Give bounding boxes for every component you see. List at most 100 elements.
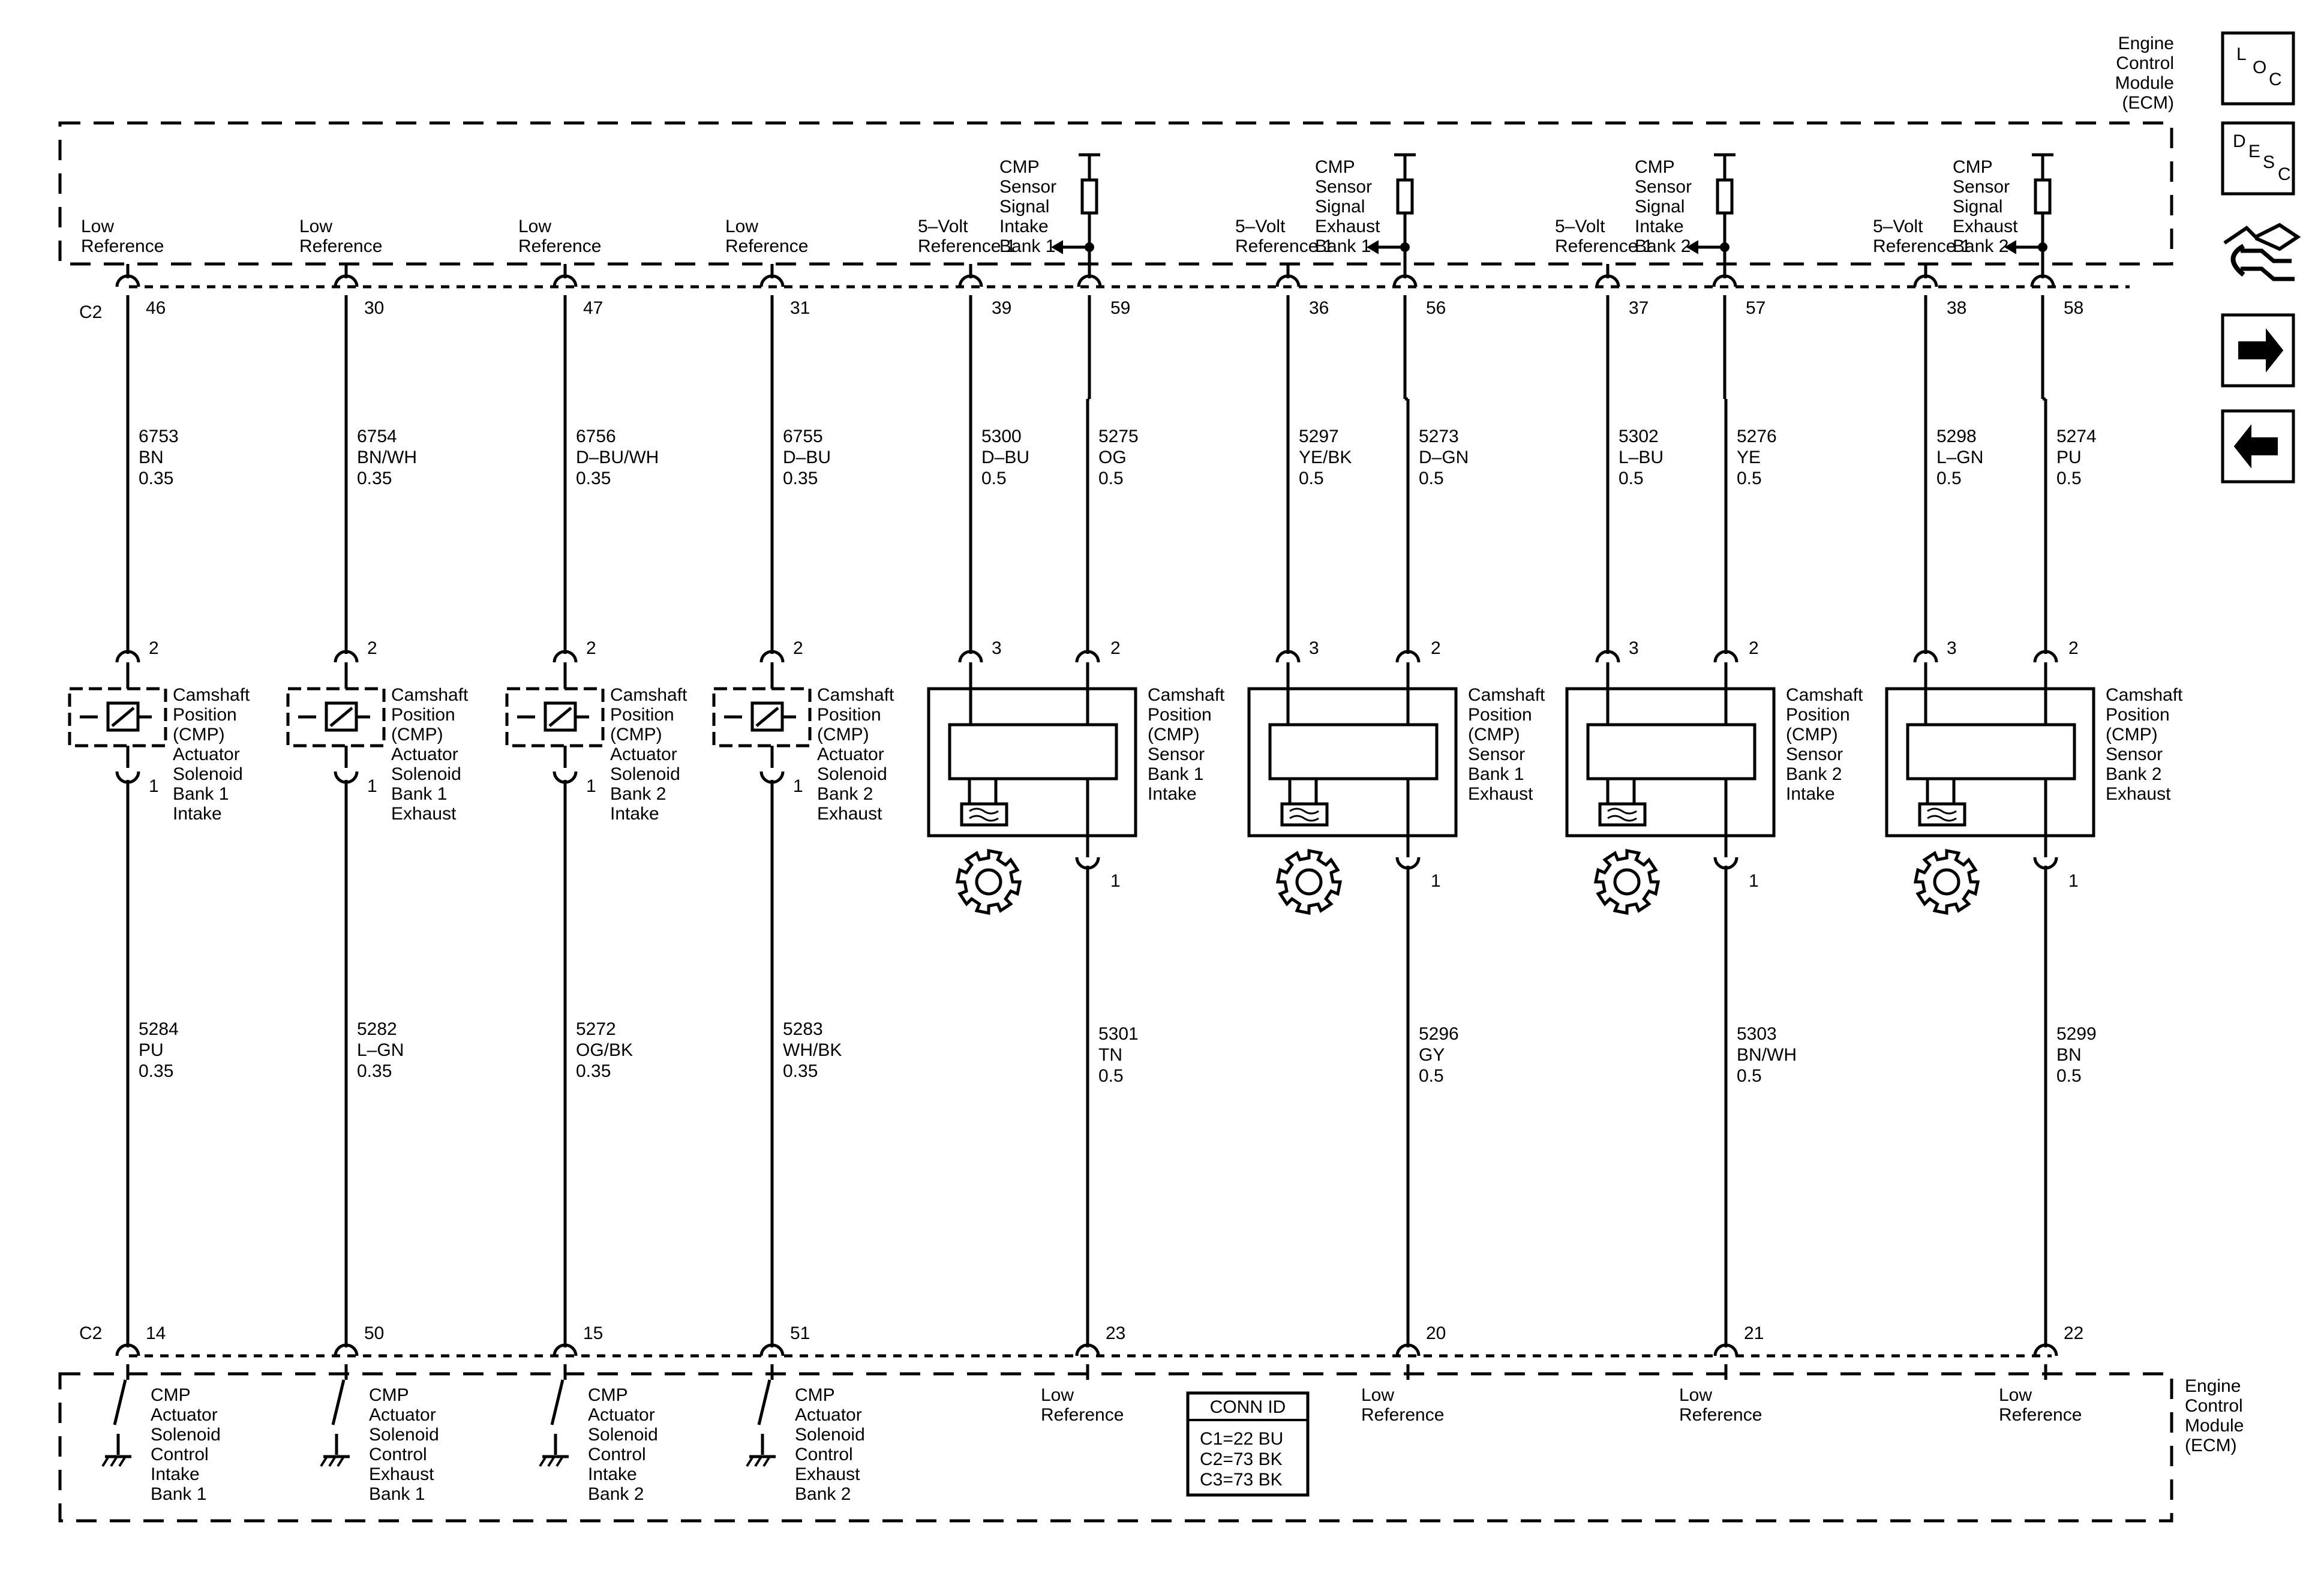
component-pin-3	[1275, 650, 1301, 663]
pullup-resistor	[1716, 178, 1734, 215]
sensor-element	[1586, 723, 1756, 781]
ecm-driver-label: Bank 1	[369, 1484, 425, 1504]
component-label: Bank 2	[610, 784, 666, 804]
ecm-driver-label: Solenoid	[588, 1425, 658, 1445]
signal-label: Sensor	[999, 177, 1056, 197]
component-label: Sensor	[1468, 745, 1525, 764]
wire-info: 0.5	[1098, 1066, 1124, 1086]
ref-label: Reference 1	[918, 236, 1016, 256]
wire-info: 0.35	[576, 1061, 611, 1081]
wire-info: 5276	[1737, 427, 1777, 446]
pin-number: 2	[149, 638, 159, 658]
component-label: Position	[1786, 705, 1850, 725]
switch-blade	[113, 1379, 127, 1425]
signal-label: Bank 1	[999, 236, 1055, 256]
component-pin-3	[958, 650, 983, 663]
component-label: (CMP)	[173, 725, 225, 745]
ecm-driver-label: Actuator	[151, 1405, 218, 1425]
ecm-bottom-label: Module	[2185, 1416, 2244, 1436]
component-label: Intake	[610, 804, 659, 824]
ecm-driver-label: Solenoid	[369, 1425, 439, 1445]
component-label: Solenoid	[817, 764, 887, 784]
ref-label: 5–Volt	[1873, 217, 1923, 236]
wire-info: GY	[1419, 1045, 1445, 1065]
connector-pin-bottom	[553, 1343, 578, 1356]
top-label: Reference	[299, 236, 382, 256]
ref-label: 5–Volt	[918, 217, 968, 236]
signal-label: Sensor	[1635, 177, 1692, 197]
tool-shape	[2223, 223, 2301, 251]
wire-info: 5272	[576, 1019, 616, 1039]
ecm-top-label: Control	[2116, 53, 2174, 73]
ecm-bottom-label: Control	[2185, 1396, 2243, 1416]
top-label: Low	[299, 217, 332, 236]
low-ref-label: Low	[1361, 1385, 1394, 1405]
signal-label: CMP	[1953, 157, 1993, 177]
ground-hatch	[320, 1455, 328, 1467]
solenoid-body	[712, 687, 812, 748]
ecm-driver-label: Exhaust	[369, 1464, 434, 1484]
wire-info: 0.5	[1419, 469, 1444, 488]
wire-info: 0.5	[1737, 469, 1762, 488]
wire-info: PU	[139, 1040, 164, 1060]
wire-info: PU	[2056, 448, 2082, 467]
component-label: Intake	[173, 804, 222, 824]
pin-number: 31	[790, 298, 810, 318]
wire-info: D–BU/WH	[576, 448, 659, 467]
sensor-element	[948, 723, 1118, 781]
component-label: Actuator	[610, 745, 677, 764]
conn-table-row: C2=73 BK	[1200, 1449, 1283, 1469]
pin-number: 1	[1749, 871, 1759, 891]
signal-label: Sensor	[1315, 177, 1372, 197]
connector-pin-top	[1913, 274, 1938, 287]
next-button[interactable]	[2221, 313, 2295, 388]
pin-number: 2	[367, 638, 377, 658]
component-label: Camshaft	[817, 685, 894, 705]
component-label: (CMP)	[610, 725, 662, 745]
wire-info: D–BU	[981, 448, 1029, 467]
tool-shape	[2241, 248, 2295, 281]
component-label: (CMP)	[817, 725, 869, 745]
connector-pin-bottom	[1075, 1343, 1100, 1356]
component-label: Camshaft	[173, 685, 250, 705]
pin-number: 2	[586, 638, 596, 658]
component-label: Solenoid	[610, 764, 680, 784]
switch-blade	[331, 1379, 346, 1425]
desc-letter: D	[2233, 131, 2246, 151]
signal-label: Bank 2	[1953, 236, 2008, 256]
connector-pin-top	[1392, 274, 1418, 287]
ecm-driver-label: CMP	[588, 1385, 628, 1405]
ground-hatch	[110, 1455, 118, 1467]
arrow-left-icon	[2233, 424, 2278, 469]
ground-hatch	[754, 1455, 762, 1467]
sensor-magnet	[1280, 802, 1329, 827]
ecm-frames	[58, 121, 2173, 1523]
solenoid-circuit: LowReference466753BN0.3521CamshaftPositi…	[68, 217, 250, 1504]
connector-pin-bottom	[1395, 1343, 1421, 1356]
component-label: Position	[2106, 705, 2170, 725]
ecm-driver-label: Control	[151, 1445, 209, 1464]
component-label: Position	[1468, 705, 1532, 725]
loc-button[interactable]: LOC	[2221, 31, 2295, 106]
wire-info: 0.5	[1936, 469, 1962, 488]
pin-number: 59	[1110, 298, 1130, 318]
wire-info: 5300	[981, 427, 1022, 446]
wire-info: 0.5	[981, 469, 1007, 488]
low-ref-label: Reference	[1361, 1405, 1444, 1425]
signal-label: Intake	[999, 217, 1049, 236]
ecm-driver-label: Control	[795, 1445, 853, 1464]
low-ref-label: Reference	[1679, 1405, 1762, 1425]
component-label: Bank 1	[173, 784, 229, 804]
solenoid-slash	[755, 707, 779, 727]
wire-info: 0.35	[139, 469, 173, 488]
component-label: Solenoid	[391, 764, 461, 784]
ground-hatch	[556, 1455, 564, 1467]
connector-pin-top	[2030, 274, 2055, 287]
wire-info: L–GN	[1936, 448, 1983, 467]
signal-arrow	[2004, 240, 2016, 254]
connector-pin-bottom	[1713, 1343, 1739, 1356]
back-button[interactable]	[2221, 409, 2295, 484]
